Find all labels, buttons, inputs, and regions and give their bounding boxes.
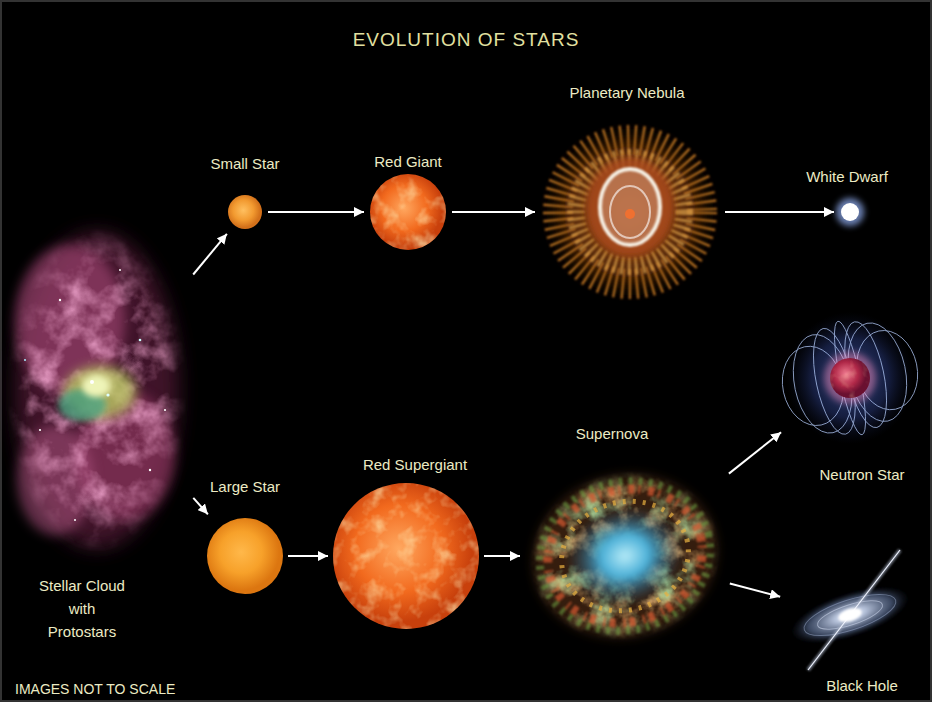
stage-label: Supernova [576, 425, 649, 443]
stage-label: Stellar Cloud with Protostars [34, 574, 130, 643]
evolution-arrow [729, 432, 781, 473]
stage-label: Planetary Nebula [569, 84, 684, 102]
evolution-arrow [730, 584, 780, 597]
evolution-arrow [484, 555, 520, 557]
evolution-arrow [288, 555, 328, 557]
stage-node: Stellar Cloud with Protostars [5, 225, 190, 555]
footnote: IMAGES NOT TO SCALE [15, 681, 175, 698]
stage-node: Black Hole [785, 560, 915, 670]
stage-label: White Dwarf [806, 168, 888, 186]
stage-label: Neutron Star [819, 466, 904, 484]
stage-node: Neutron Star [785, 310, 915, 445]
stage-label: Small Star [210, 155, 279, 173]
evolution-arrow [193, 234, 227, 275]
stage-node: Large Star [207, 518, 283, 594]
stage-label: Red Supergiant [363, 456, 467, 474]
stage-node: Supernova [525, 466, 725, 646]
stage-node: White Dwarf [839, 201, 861, 223]
diagram-title: EVOLUTION OF STARS [0, 29, 932, 51]
evolution-arrow [268, 211, 364, 213]
stage-label: Red Giant [374, 153, 442, 171]
stage-node: Planetary Nebula [540, 122, 720, 302]
stage-label: Large Star [210, 478, 280, 496]
stage-node: Small Star [227, 194, 263, 230]
stage-label: Black Hole [826, 677, 898, 695]
stage-node: Red Giant [369, 173, 447, 251]
evolution-arrow [193, 498, 208, 515]
evolution-arrow [725, 211, 834, 213]
evolution-arrow [452, 211, 535, 213]
stage-node: Red Supergiant [333, 483, 479, 629]
